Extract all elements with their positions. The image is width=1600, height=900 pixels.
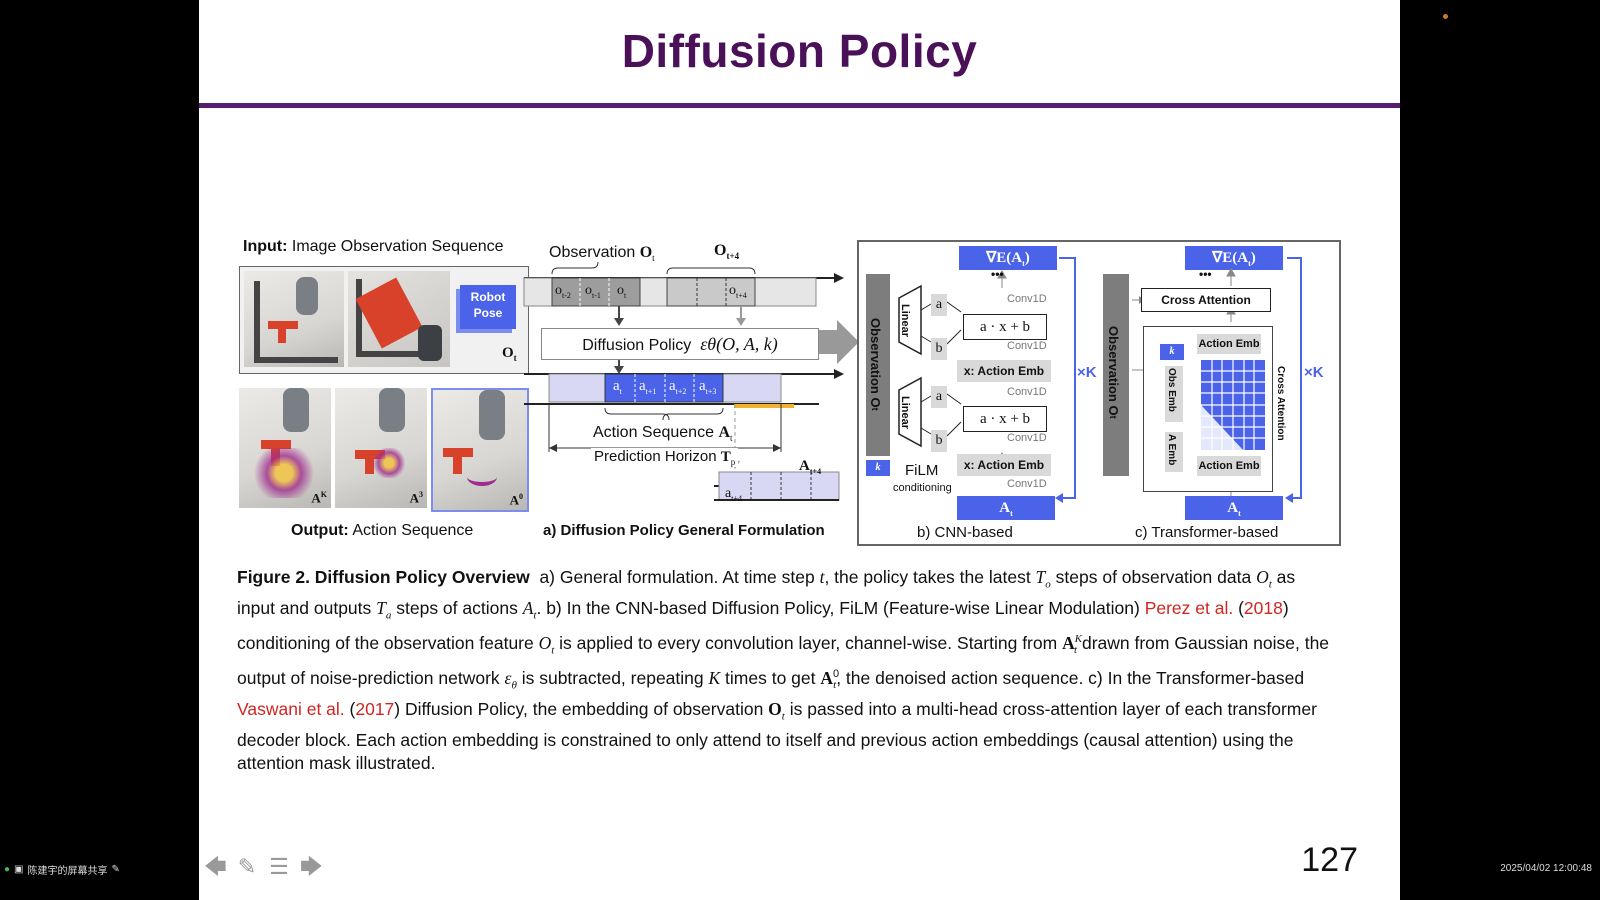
- obs-cell-2: ot-1: [585, 283, 601, 300]
- cnn-conv-3: Conv1D: [1007, 386, 1047, 398]
- film-conditioning: conditioning: [893, 482, 952, 494]
- cnn-b-2: b: [931, 430, 947, 452]
- slide: Diffusion Policy Input: Image Observatio…: [199, 0, 1400, 900]
- edit-icon[interactable]: ✎: [111, 864, 120, 875]
- robot-pose-box: Robot Pose: [460, 285, 516, 329]
- panel-b-caption: b) CNN-based: [917, 524, 1013, 541]
- prediction-horizon-label: Prediction Horizon Tp: [591, 448, 739, 467]
- cnn-action-input: At: [957, 496, 1055, 520]
- cnn-action-emb-2: x: Action Emb: [957, 454, 1051, 476]
- cnn-a-2: a: [931, 386, 947, 408]
- future-obs-cell: ot+4: [729, 283, 747, 300]
- screen-share-indicator: ● ▣ 陈建宇的屏幕共享 ✎: [4, 862, 120, 877]
- transformer-times-k: ×K: [1304, 364, 1324, 381]
- action-seq-label: Action Sequence At: [593, 424, 733, 444]
- ref-perez[interactable]: Perez et al.: [1144, 598, 1234, 618]
- obs-emb-box: [1165, 366, 1183, 422]
- panel-c-caption: c) Transformer-based: [1135, 524, 1279, 541]
- figure-caption-title: Figure 2. Diffusion Policy Overview: [237, 567, 530, 587]
- cnn-action-emb-1: x: Action Emb: [957, 360, 1051, 382]
- cnn-conv-1: Conv1D: [1007, 293, 1047, 305]
- transformer-grad-energy: ∇E(At): [1185, 246, 1283, 270]
- microphone-icon[interactable]: ●: [4, 864, 11, 875]
- transformer-action-input: At: [1185, 496, 1283, 520]
- action-cell-4: at+3: [699, 378, 717, 396]
- ref-perez-year[interactable]: 2018: [1243, 598, 1283, 618]
- obs-emb-label: Obs Emb: [1166, 368, 1177, 412]
- ref-vaswani[interactable]: Vaswani et al.: [237, 698, 345, 719]
- observation-photo-1: [244, 271, 344, 367]
- panel-a-caption: a) Diffusion Policy General Formulation: [543, 522, 825, 539]
- future-obs-label: Ot+4: [714, 242, 740, 262]
- clock: 2025/04/02 12:00:48: [1500, 863, 1592, 874]
- cnn-grad-energy: ∇E(At): [959, 246, 1057, 270]
- observation-image-frame: Robot Pose Ot: [239, 266, 529, 374]
- slide-title: Diffusion Policy: [621, 25, 978, 77]
- transformer-k-badge: k: [1160, 344, 1184, 360]
- cnn-observation-label: Observation Ot: [868, 318, 883, 411]
- transformer-dots: •••: [1199, 267, 1212, 281]
- transformer-observation-bar: [1103, 274, 1129, 476]
- cnn-linear-1: Linear: [899, 304, 911, 338]
- cnn-dots: •••: [991, 267, 1004, 281]
- cnn-affine-2: a · x + b: [963, 406, 1047, 432]
- observation-photo-2: [348, 271, 450, 367]
- cnn-conv-2: Conv1D: [1007, 340, 1047, 352]
- action-cell-3: at+2: [669, 378, 687, 396]
- action-cell-2: at+1: [639, 378, 657, 396]
- arrow-right-icon[interactable]: 🡆: [300, 854, 323, 879]
- ref-vaswani-year[interactable]: 2017: [355, 698, 395, 719]
- input-heading: Input: Image Observation Sequence: [243, 238, 504, 255]
- obs-label: Observation Ot: [549, 244, 655, 264]
- attention-mask-grid: [1201, 360, 1265, 455]
- future-action-label: At+4: [799, 458, 822, 476]
- denoise-image-k: AK: [239, 388, 331, 508]
- obs-cell-1: ot-2: [555, 283, 571, 300]
- cnn-observation-bar: [866, 274, 890, 456]
- action-cell-1: at: [613, 378, 622, 396]
- arrow-left-icon[interactable]: 🡄: [204, 854, 227, 879]
- cnn-diagram: [898, 257, 1076, 516]
- figure-caption: Figure 2. Diffusion Policy Overview a) G…: [237, 567, 1330, 774]
- cnn-conv-4: Conv1D: [1007, 432, 1047, 444]
- title-rule: [199, 103, 1400, 108]
- film-label: FiLM: [905, 462, 939, 479]
- a-emb-box: [1165, 432, 1183, 472]
- transformer-action-emb-bottom: Action Emb: [1197, 456, 1261, 476]
- output-heading: Output: Action Sequence: [291, 522, 474, 539]
- cnn-linear-2: Linear: [899, 396, 911, 430]
- cross-attention-box: Cross Attention: [1141, 288, 1271, 312]
- cross-attention-side-label: Cross Attention: [1275, 366, 1286, 441]
- menu-icon[interactable]: ☰: [269, 854, 289, 879]
- a-emb-label: A Emb: [1166, 434, 1177, 466]
- cnn-k-badge: k: [866, 460, 890, 476]
- cnn-times-k: ×K: [1077, 364, 1097, 381]
- future-action-cell: at+4: [725, 486, 742, 503]
- presentation-nav: 🡄 ✎ ☰ 🡆: [204, 854, 323, 879]
- transformer-action-emb-top: Action Emb: [1197, 334, 1261, 354]
- screen-icon: ▣: [14, 864, 24, 875]
- cnn-affine-1: a · x + b: [963, 314, 1047, 340]
- denoise-image-0: A0: [431, 388, 529, 512]
- cnn-b-1: b: [931, 338, 947, 360]
- pen-icon[interactable]: ✎: [237, 854, 257, 879]
- cnn-conv-5: Conv1D: [1007, 478, 1047, 490]
- share-label: 陈建宇的屏幕共享: [27, 866, 108, 877]
- transformer-observation-label: Observation Ot: [1106, 326, 1121, 419]
- diffusion-policy-box: Diffusion Policy εθ(O, A, k): [541, 328, 819, 360]
- panel-a-diagram: [523, 261, 859, 501]
- cnn-a-1: a: [931, 294, 947, 316]
- slide-number: 127: [1301, 841, 1358, 879]
- denoise-image-3: A3: [335, 388, 427, 508]
- input-obs-symbol: Ot: [502, 345, 517, 363]
- presenter-dot: [1443, 14, 1448, 19]
- obs-cell-3: ot: [617, 283, 627, 300]
